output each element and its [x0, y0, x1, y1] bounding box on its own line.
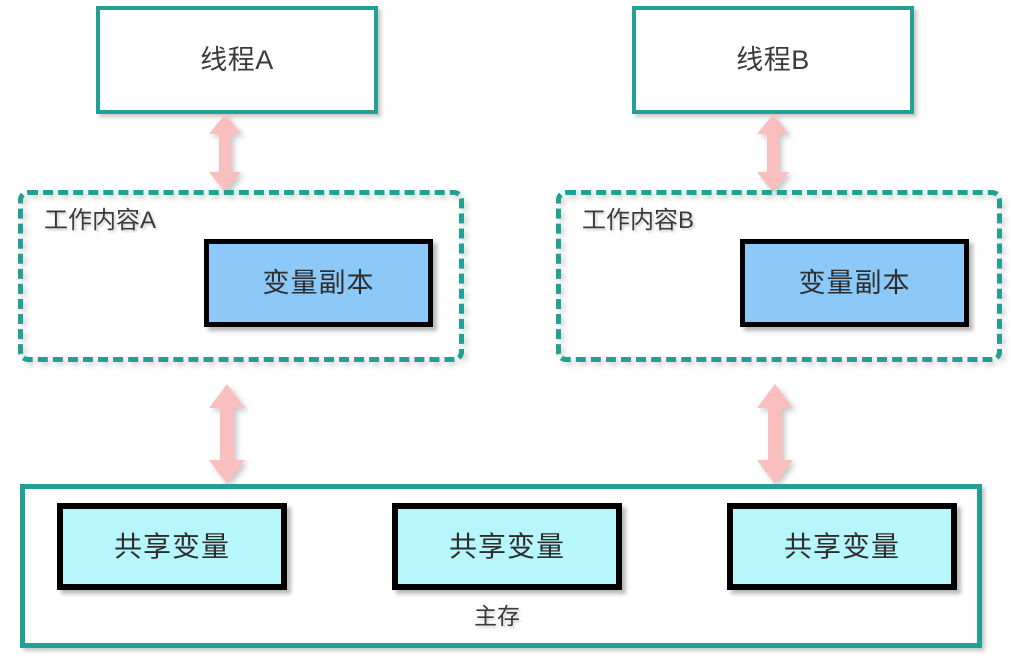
working-memory-b-box[interactable] [556, 190, 1002, 362]
thread-a-label: 线程A [200, 44, 274, 75]
working-memory-a-box[interactable] [18, 190, 464, 362]
shared-variable-1-label: 共享变量 [113, 530, 230, 562]
shared-variable-3-label: 共享变量 [783, 530, 900, 562]
thread-b-box[interactable]: 线程B [632, 6, 914, 114]
thread-b-label: 线程B [736, 44, 810, 75]
shared-variable-3-box[interactable]: 共享变量 [727, 503, 957, 590]
variable-copy-a-box[interactable]: 变量副本 [204, 239, 433, 327]
shared-variable-2-box[interactable]: 共享变量 [392, 503, 622, 590]
working-memory-b-label: 工作内容B [582, 207, 695, 234]
variable-copy-a-label: 变量副本 [262, 267, 375, 298]
variable-copy-b-box[interactable]: 变量副本 [740, 239, 969, 327]
shared-variable-1-box[interactable]: 共享变量 [57, 503, 287, 590]
arrow-working-memory-b-to-main-memory-icon [756, 384, 794, 484]
variable-copy-b-label: 变量副本 [798, 267, 911, 298]
thread-a-box[interactable]: 线程A [96, 6, 378, 114]
arrow-thread-b-to-working-memory-b-icon [756, 114, 790, 192]
shared-variable-2-label: 共享变量 [448, 530, 565, 562]
arrow-thread-a-to-working-memory-a-icon [208, 114, 242, 192]
working-memory-a-label: 工作内容A [44, 207, 157, 234]
arrow-working-memory-a-to-main-memory-icon [208, 384, 246, 484]
main-memory-label: 主存 [474, 603, 520, 629]
